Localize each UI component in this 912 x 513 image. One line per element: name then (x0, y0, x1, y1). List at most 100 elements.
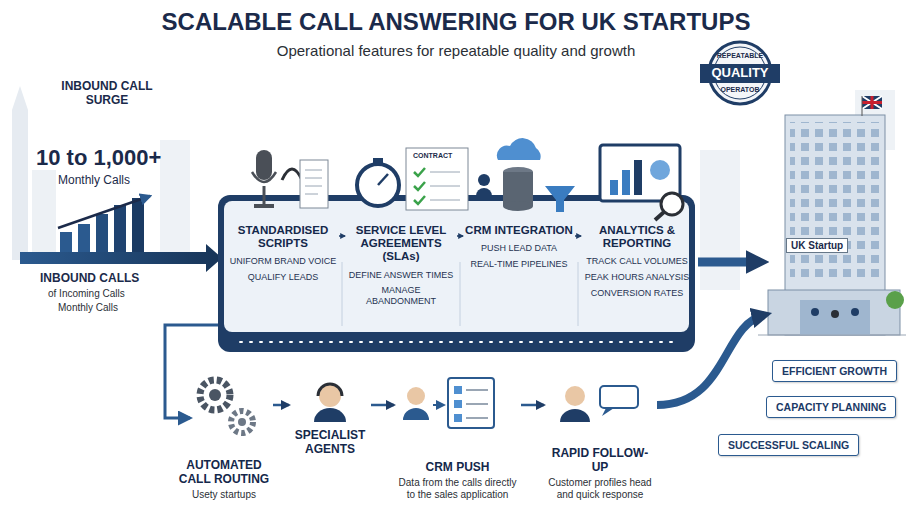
building: UK Startup (772, 100, 897, 335)
node-heading: RAPID FOLLOW-UP (545, 447, 655, 475)
crm-push-icon-part (407, 387, 425, 405)
crm-push-icon-part (466, 403, 488, 405)
stopwatch-contract-icon-part (414, 196, 425, 204)
feature-panel-part (224, 201, 689, 332)
database-icon-part (497, 138, 541, 160)
building-part (758, 335, 906, 336)
feature-panel-part (240, 341, 675, 343)
agent-icon-part (318, 384, 342, 396)
follow-up-icon (560, 386, 638, 422)
node-detail: Customer profiles head and quick respons… (545, 477, 655, 501)
gears-icon-part (209, 389, 221, 401)
crm-push-icon-part (454, 386, 462, 394)
chart-unit: Monthly Calls (58, 174, 130, 188)
process-step: CRM PUSH Data from the calls directly to … (395, 375, 520, 501)
connector (575, 235, 581, 237)
stopwatch-contract-icon-part (430, 186, 460, 187)
building-part (831, 310, 839, 318)
crm-push-icon-part (433, 404, 444, 406)
analytics-icon-part (622, 170, 630, 195)
crm-push-icon-part (454, 414, 462, 422)
node-detail: QUALIFY LEADS (228, 272, 338, 283)
follow-up-icon-part (565, 386, 585, 406)
script-icon-part (282, 169, 302, 180)
node-heading: CAPACITY PLANNING (776, 401, 886, 413)
node-heading: CRM INTEGRATION (464, 224, 574, 237)
process-step: RAPID FOLLOW-UPCustomer profiles head an… (545, 375, 655, 501)
feature-block: STANDARDISED SCRIPTSUNIFORM BRAND VOICEQ… (228, 224, 338, 283)
loop-arrow (165, 325, 218, 418)
bar-chart-part (114, 205, 126, 252)
building-part (811, 308, 819, 316)
crm-push-icon-part (466, 389, 488, 391)
chart-heading: INBOUND CALL SURGE (52, 80, 162, 108)
feature-block: SERVICE LEVEL AGREEMENTS (SLAs) DEFINE AN… (346, 224, 456, 307)
connector (273, 404, 289, 407)
feature-panel-part (218, 195, 695, 352)
building-part (800, 300, 870, 335)
badge-part (700, 64, 780, 83)
script-icon (252, 150, 328, 208)
inbound-arrow-part (20, 244, 222, 272)
node-heading: SERVICE LEVEL AGREEMENTS (SLAs) (346, 224, 456, 264)
outcome-box: CAPACITY PLANNING (766, 396, 896, 418)
building-part (862, 96, 882, 109)
badge-text: QUALITY (700, 66, 780, 81)
building-part (790, 122, 880, 282)
badge-text: OPERATOB (708, 86, 772, 94)
script-icon-part (300, 160, 328, 208)
node-detail: PUSH LEAD DATA (464, 243, 574, 254)
connector (698, 258, 760, 267)
connector (339, 235, 345, 237)
chart-caption: INBOUND CALLS (40, 272, 139, 286)
bar-chart-part (78, 224, 90, 252)
node-detail: Data from the calls directly to the sale… (395, 477, 520, 501)
node-heading: EFFICIENT GROWTH (782, 365, 887, 377)
node-detail: Usety startups (176, 489, 272, 501)
node-heading: CRM PUSH (395, 461, 520, 475)
node-detail: MANAGE ABANDONMENT (346, 285, 456, 307)
bar-chart-part (132, 198, 144, 252)
skyline-part (12, 110, 28, 260)
badge-text: REPEATABLE (708, 52, 772, 60)
node-heading: ANALYTICS & REPORTING (582, 224, 692, 250)
loop-arrow-part (165, 325, 218, 418)
building-part (862, 96, 863, 116)
badge (700, 42, 780, 104)
follow-up-icon-part (602, 408, 614, 416)
call-range: 10 to 1,000+ (36, 145, 161, 170)
title: SCALABLE CALL ANSWERING FOR UK STARTUPS (0, 8, 912, 36)
subtitle: Operational features for repeatable qual… (0, 42, 912, 59)
stopwatch-contract-icon-part (414, 182, 425, 190)
connector (457, 235, 463, 237)
feature-block: CRM INTEGRATION PUSH LEAD DATA REAL-TIME P… (464, 224, 574, 270)
chart-note: Monthly Calls (58, 302, 118, 314)
bar-chart (58, 196, 150, 252)
crm-push-icon-part (448, 378, 494, 428)
agent-icon-part (314, 408, 346, 422)
feature-panel-part (342, 262, 343, 326)
stopwatch-contract-icon-part (406, 148, 468, 210)
node-heading: UK Startup (786, 238, 848, 253)
crm-push-icon (403, 378, 494, 428)
gears-icon-part (231, 411, 253, 433)
analytics-icon-part (661, 193, 683, 215)
node-detail: DEFINE ANSWER TIMES (346, 270, 456, 281)
stopwatch-contract-icon (357, 148, 468, 210)
node-detail: UNIFORM BRAND VOICE (228, 256, 338, 267)
gears-icon-part (200, 380, 230, 410)
database-icon-part (545, 186, 575, 212)
building-part (768, 290, 900, 335)
skyline-part (160, 140, 190, 260)
connector (521, 404, 544, 407)
script-icon-part (254, 204, 274, 208)
building-part (886, 291, 904, 309)
feature-block: ANALYTICS & REPORTINGTRACK CALL VOLUMESP… (582, 224, 692, 299)
connector (371, 404, 394, 407)
script-icon-part (256, 150, 272, 180)
process-step: SPECIALIST AGENTS (290, 375, 370, 457)
connector (657, 315, 764, 405)
node-detail: REAL-TIME PIPELINES (464, 259, 574, 270)
script-icon-part (305, 178, 322, 179)
